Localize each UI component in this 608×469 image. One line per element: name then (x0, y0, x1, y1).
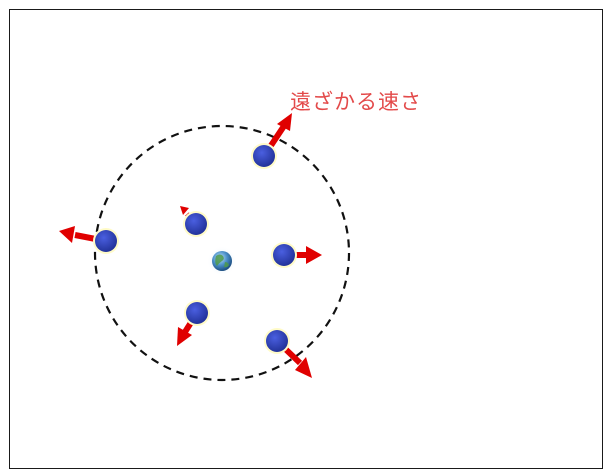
galaxy-ball-icon (253, 145, 275, 167)
object-left (59, 226, 119, 254)
object-bottom-right (264, 328, 312, 378)
galaxy-ball-icon (95, 230, 117, 252)
galaxy-ball-icon (273, 244, 295, 266)
galaxy-ball-icon (185, 213, 207, 235)
galaxy-ball-icon (266, 330, 288, 352)
arrowhead-icon (180, 206, 189, 215)
object-inner-lower-left (177, 300, 210, 346)
object-inner-right (271, 242, 322, 268)
object-top-right (251, 113, 292, 169)
arrowhead-icon (59, 226, 75, 243)
arrowhead-icon (277, 113, 292, 131)
arrowhead-icon (177, 327, 192, 346)
earth-globe-icon (207, 246, 237, 276)
arrowhead-icon (306, 246, 322, 264)
object-inner-upper-left (180, 206, 209, 237)
galaxy-ball-icon (186, 302, 208, 324)
arrowhead-icon (295, 357, 312, 378)
expansion-circle (93, 124, 351, 382)
recession-speed-label: 遠ざかる速さ (290, 90, 422, 114)
